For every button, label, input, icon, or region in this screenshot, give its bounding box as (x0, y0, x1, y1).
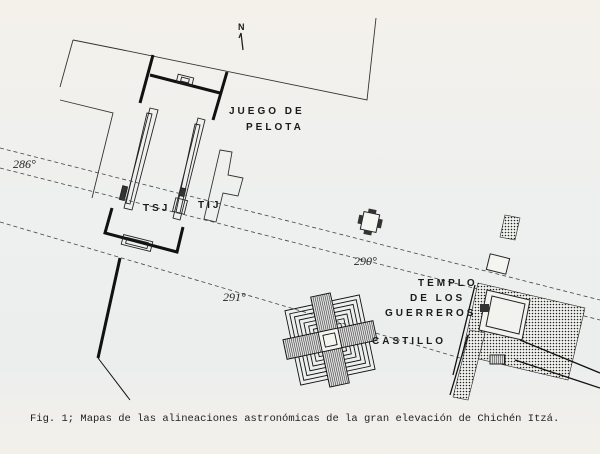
label-tij: TIJ (198, 200, 221, 211)
label-290: 290° (354, 254, 377, 268)
label-juego: JUEGO DE (229, 106, 305, 117)
temple-north (175, 73, 195, 87)
label-pelota: PELOTA (246, 122, 304, 133)
label-templo: TEMPLO (418, 278, 478, 289)
templo-guerreros (449, 214, 600, 401)
alignment-286 (0, 147, 600, 301)
structure-square (357, 208, 383, 236)
north-arrow: N (238, 22, 245, 51)
label-de-los: DE LOS (410, 293, 465, 304)
site-outlines (59, 17, 377, 223)
label-291: 291° (223, 290, 246, 304)
alignment-290 (0, 167, 600, 321)
alignment-291 (0, 221, 461, 359)
castillo-pyramid (282, 292, 378, 388)
figure-caption: Fig. 1; Mapas de las alineaciones astron… (30, 413, 560, 425)
label-286: 286° (13, 157, 36, 171)
ball-court (96, 54, 229, 401)
ball-court-wall-east (172, 117, 206, 221)
label-guerreros: GUERREROS (385, 308, 476, 319)
north-label: N (238, 22, 245, 32)
temple-south (120, 233, 154, 253)
structure-t (203, 149, 244, 223)
label-castillo: CASTILLO (372, 336, 446, 347)
label-tsj: TSJ (143, 203, 170, 214)
alignment-lines (0, 147, 600, 359)
